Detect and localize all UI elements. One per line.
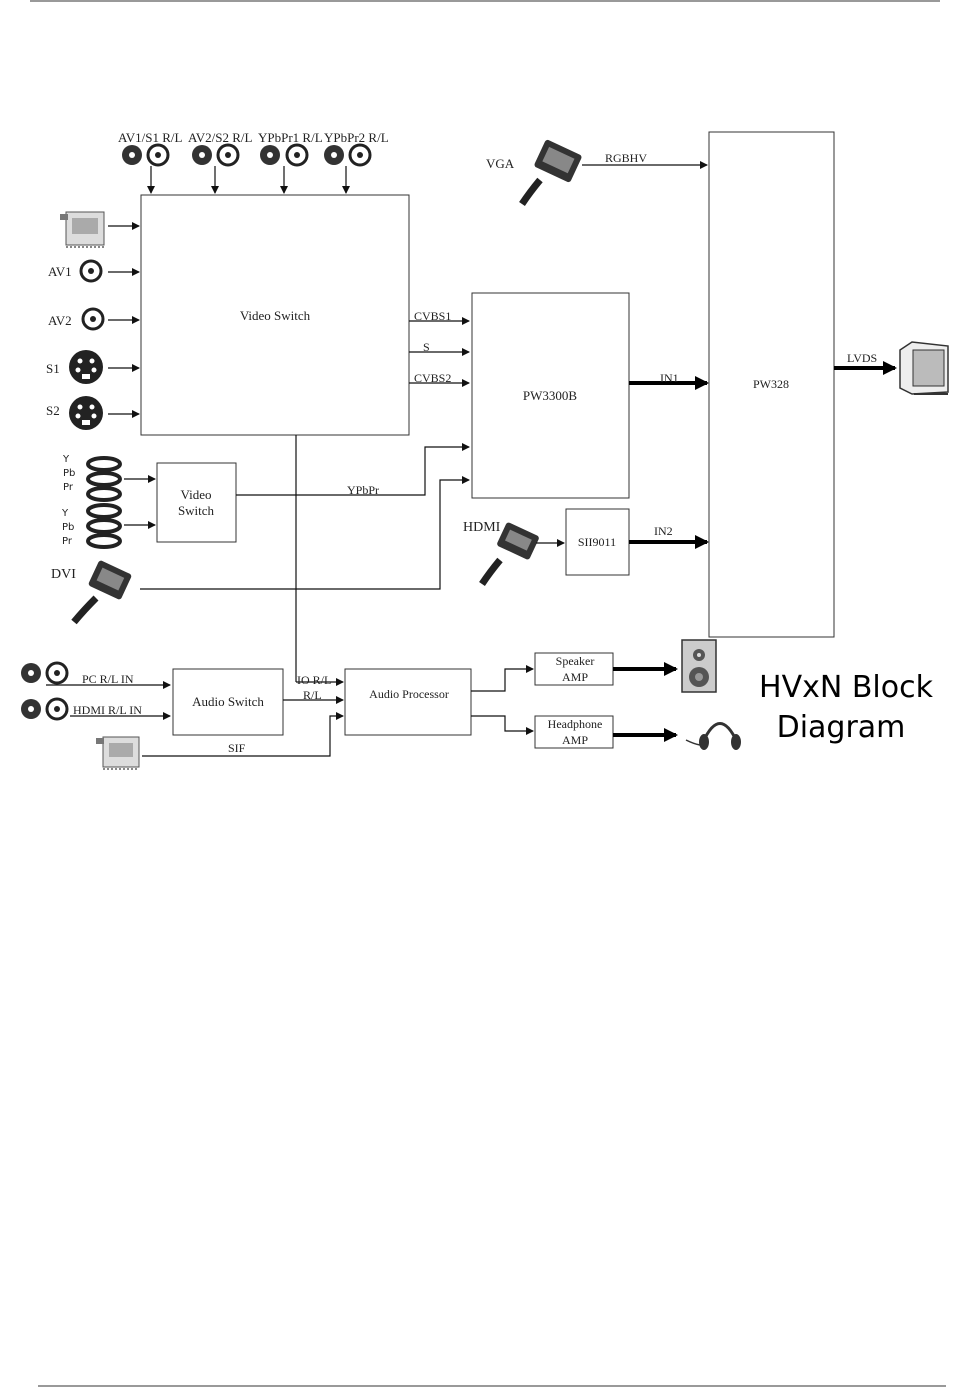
svg-text:Pb: Pb [62, 522, 74, 533]
hdmi-connector-icon [479, 522, 539, 586]
in1-label: IN1 [660, 371, 679, 385]
monitor-icon [899, 341, 949, 395]
ypbpr2-component-inputs: Y Pb Pr [61, 503, 122, 549]
av1-label: AV1 [48, 264, 72, 279]
s1-svideo-icon [69, 350, 103, 384]
svg-text:YPbPr1 R/L: YPbPr1 R/L [258, 130, 323, 145]
cvbs2-label: CVBS2 [414, 371, 451, 385]
svg-text:YPbPr2 R/L: YPbPr2 R/L [324, 130, 389, 145]
pw328-label: PW328 [753, 377, 789, 391]
headphone-amp-label-2: AMP [562, 733, 588, 747]
top-input-av2s2: AV2/S2 R/L [188, 130, 252, 194]
in2-label: IN2 [654, 524, 673, 538]
s2-label: S2 [46, 403, 60, 418]
headphone-amp-block [534, 715, 614, 749]
hdmi-label: HDMI [463, 520, 501, 535]
svg-text:Pr: Pr [62, 536, 73, 547]
speaker-amp-label-2: AMP [562, 670, 588, 684]
top-input-av1s1: AV1/S1 R/L [118, 130, 182, 194]
headphone-amp-label-1: Headphone [548, 717, 603, 731]
top-input-ypbpr1: YPbPr1 R/L [258, 130, 323, 194]
diagram-title-line-2: Diagram [777, 710, 906, 745]
speaker-amp-block [534, 652, 614, 686]
s1-label: S1 [46, 361, 60, 376]
audio-switch-label: Audio Switch [192, 694, 264, 709]
hdmi-audio-input-icon [21, 697, 69, 721]
hdmi-rl-in-label: HDMI R/L IN [73, 703, 142, 717]
audio-processor-label: Audio Processor [369, 687, 449, 701]
headphone-icon [685, 722, 741, 750]
s2-svideo-icon [69, 396, 103, 430]
svg-text:Y: Y [62, 454, 70, 465]
pw328-block [708, 131, 835, 638]
rl-label: R/L [303, 688, 322, 702]
audio-switch-block [172, 668, 284, 736]
video-switch-small-block [156, 462, 237, 543]
speaker-icon [681, 639, 717, 693]
top-input-ypbpr2: YPbPr2 R/L [324, 130, 389, 194]
video-switch-main-label: Video Switch [240, 308, 311, 323]
svg-text:Y: Y [61, 508, 69, 519]
lvds-label: LVDS [847, 351, 877, 365]
cvbs1-label: CVBS1 [414, 309, 451, 323]
av2-rca-icon [81, 307, 105, 331]
svg-text:Pr: Pr [63, 482, 74, 493]
pc-audio-input-icon [21, 661, 69, 685]
vga-label: VGA [486, 156, 515, 171]
ypbpr-signal-label: YPbPr [347, 483, 379, 497]
ypbpr1-component-inputs: Y Pb Pr [62, 454, 122, 502]
diagram-title-line-1: HVxN Block [759, 670, 934, 705]
svg-text:Pb: Pb [63, 468, 75, 479]
svg-text:AV2/S2 R/L: AV2/S2 R/L [188, 130, 252, 145]
dvi-label: DVI [51, 567, 76, 582]
vga-connector-icon [519, 139, 582, 206]
av2-label: AV2 [48, 313, 72, 328]
dvi-connector-icon [71, 560, 132, 625]
tuner-icon-2 [96, 736, 140, 770]
audio-processor-block [344, 668, 472, 736]
sii9011-block [565, 508, 630, 576]
rgbhv-label: RGBHV [605, 151, 647, 165]
sif-label: SIF [228, 741, 246, 755]
pc-rl-in-label: PC R/L IN [82, 672, 134, 686]
pw3300b-label: PW3300B [523, 388, 578, 403]
video-switch-small-label-2: Switch [178, 503, 215, 518]
av1-rca-icon [79, 259, 103, 283]
video-switch-main-block [140, 194, 410, 436]
io-rl-label: IO R/L [297, 673, 331, 687]
pw3300b-block [471, 292, 630, 499]
s-signal-label: S [423, 340, 430, 354]
video-switch-small-label-1: Video [181, 487, 212, 502]
tuner-icon [60, 211, 105, 248]
svg-text:AV1/S1 R/L: AV1/S1 R/L [118, 130, 182, 145]
sii9011-label: SII9011 [578, 535, 616, 549]
speaker-amp-label-1: Speaker [556, 654, 595, 668]
